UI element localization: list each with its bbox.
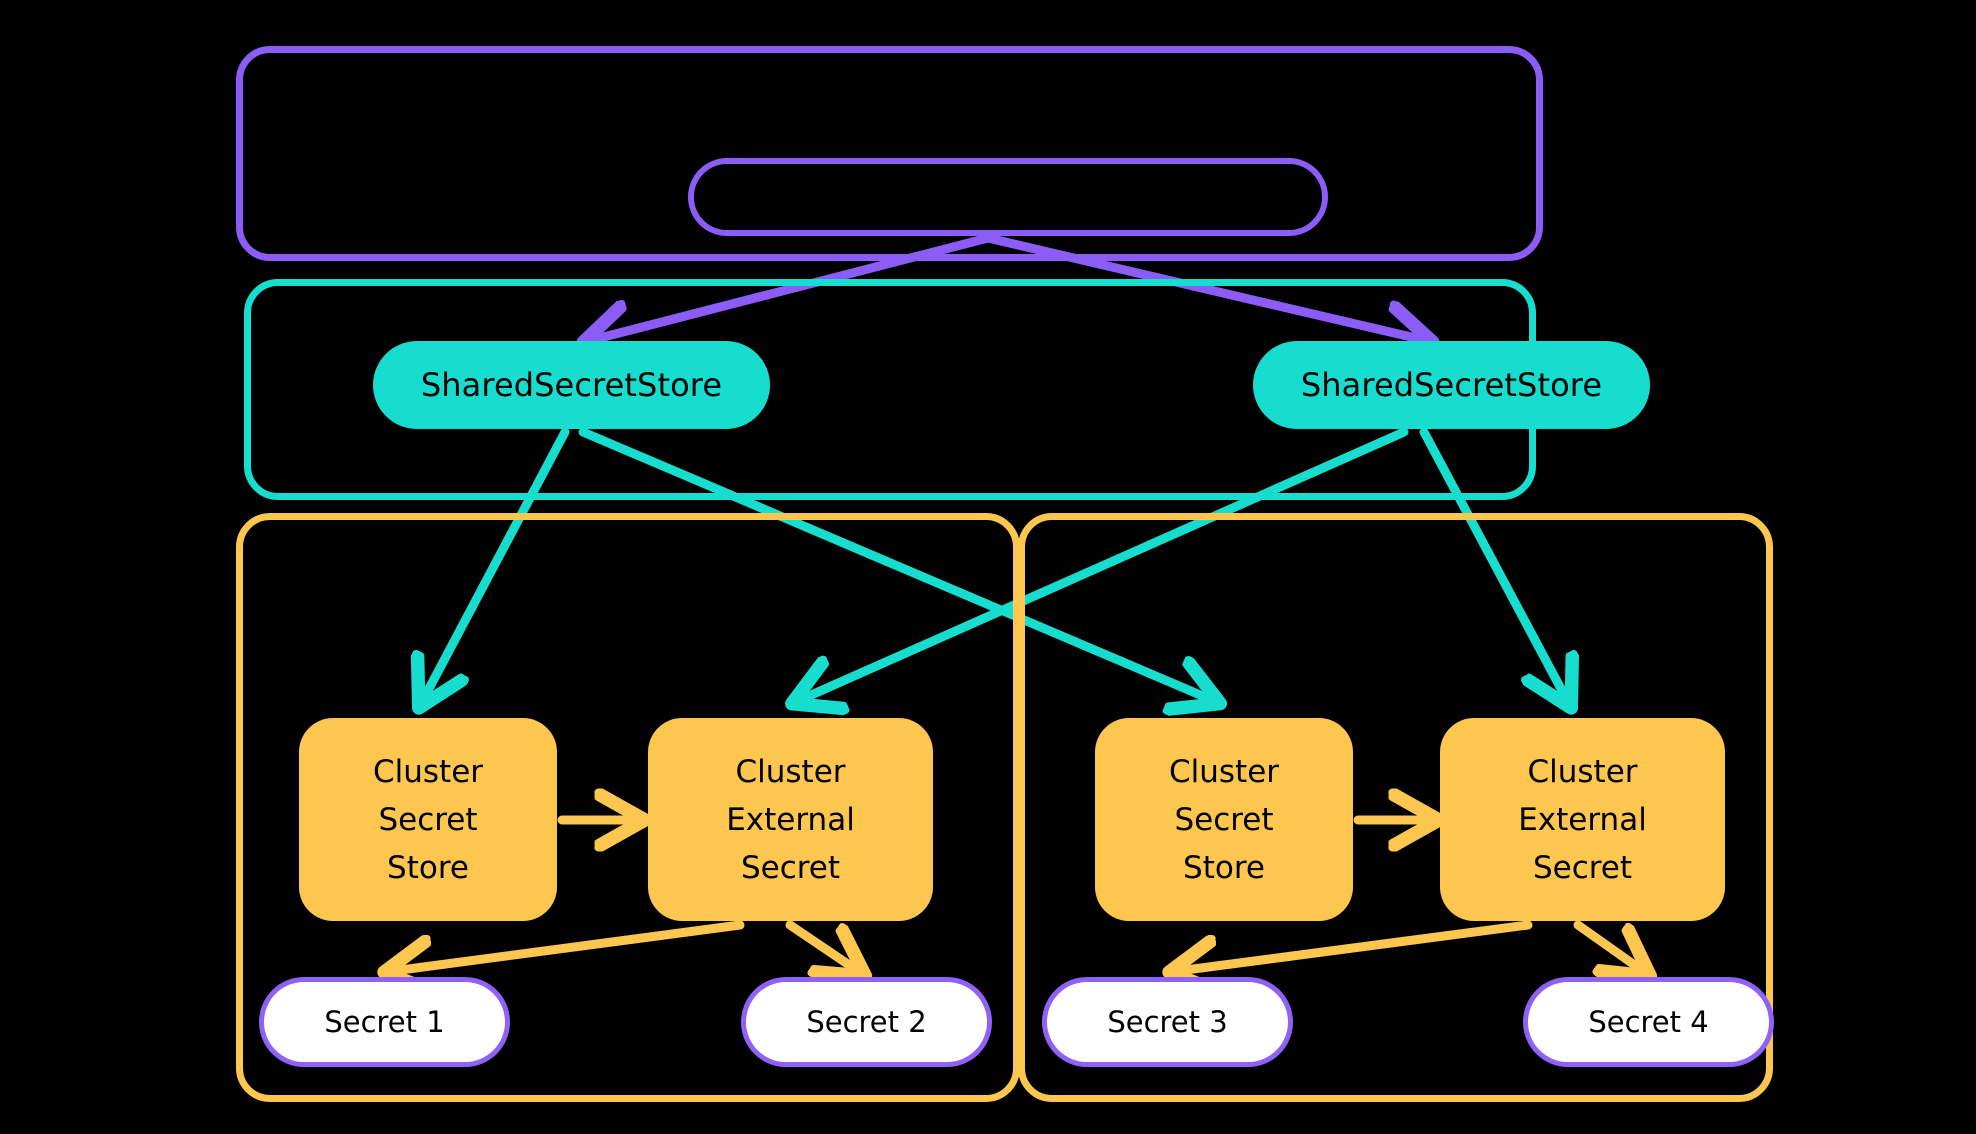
- node-secret-4-label: Secret 4: [1588, 1005, 1709, 1039]
- node-cluster-a-secret-store[interactable]: Cluster Secret Store: [299, 718, 557, 921]
- node-secret-3[interactable]: Secret 3: [1042, 977, 1293, 1067]
- node-operator-pill[interactable]: [688, 158, 1328, 236]
- node-cluster-b-secret-store-line3: Store: [1183, 849, 1265, 886]
- node-secret-2[interactable]: Secret 2: [741, 977, 992, 1067]
- node-cluster-a-external-secret-line3: Secret: [740, 849, 841, 886]
- node-secret-4[interactable]: Secret 4: [1523, 977, 1774, 1067]
- node-cluster-a-external-secret-line1: Cluster: [735, 753, 846, 790]
- node-cluster-a-secret-store-line1: Cluster: [372, 753, 484, 790]
- node-cluster-b-external-secret[interactable]: Cluster External Secret: [1440, 718, 1725, 921]
- node-cluster-b-external-secret-line2: External: [1518, 801, 1647, 838]
- node-cluster-b-external-secret-line3: Secret: [1532, 849, 1633, 886]
- node-secret-1-label: Secret 1: [324, 1005, 445, 1039]
- node-cluster-a-external-secret[interactable]: Cluster External Secret: [648, 718, 933, 921]
- node-shared-secret-store-right[interactable]: SharedSecretStore: [1253, 341, 1650, 429]
- node-shared-secret-store-right-label: SharedSecretStore: [1300, 366, 1603, 404]
- node-secret-2-label: Secret 2: [806, 1005, 927, 1039]
- node-shared-secret-store-left[interactable]: SharedSecretStore: [373, 341, 770, 429]
- node-cluster-a-secret-store-line2: Secret: [378, 801, 478, 838]
- node-cluster-a-secret-store-line3: Store: [387, 849, 469, 886]
- node-secret-3-label: Secret 3: [1107, 1005, 1228, 1039]
- node-cluster-b-external-secret-line1: Cluster: [1527, 753, 1638, 790]
- node-shared-secret-store-left-label: SharedSecretStore: [420, 366, 723, 404]
- node-cluster-a-external-secret-line2: External: [726, 801, 855, 838]
- node-cluster-b-secret-store[interactable]: Cluster Secret Store: [1095, 718, 1353, 921]
- node-cluster-b-secret-store-line2: Secret: [1174, 801, 1274, 838]
- node-secret-1[interactable]: Secret 1: [259, 977, 510, 1067]
- node-cluster-b-secret-store-line1: Cluster: [1168, 753, 1280, 790]
